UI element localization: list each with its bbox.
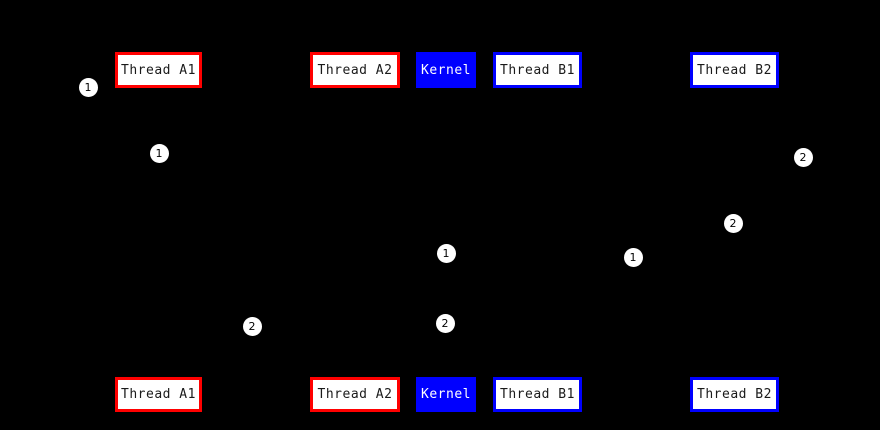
participant-label: Thread A2 xyxy=(317,387,393,402)
participant-label: Thread B2 xyxy=(697,387,772,402)
step-marker-marker-7: 2 xyxy=(242,316,262,336)
step-marker-marker-4: 2 xyxy=(723,213,743,233)
lifeline-thread-a2 xyxy=(355,88,356,377)
participant-box-thread-a1-bottom[interactable]: Thread A1 xyxy=(115,377,202,412)
participant-box-thread-b1-top[interactable]: Thread B1 xyxy=(493,52,582,88)
message-arrow-msg-3 xyxy=(734,154,803,160)
step-marker-marker-2: 1 xyxy=(149,143,169,163)
participant-label: Thread A1 xyxy=(121,387,196,402)
participant-box-thread-a2-bottom[interactable]: Thread A2 xyxy=(310,377,400,412)
participant-label: Kernel xyxy=(421,62,471,78)
step-marker-marker-6: 1 xyxy=(623,247,643,267)
participant-box-thread-b2-bottom[interactable]: Thread B2 xyxy=(690,377,779,412)
participant-label: Thread B1 xyxy=(500,62,575,78)
participant-box-thread-a2-top[interactable]: Thread A2 xyxy=(310,52,400,88)
step-marker-marker-8: 2 xyxy=(435,313,455,333)
step-marker-marker-3: 2 xyxy=(793,147,813,167)
participant-box-kernel-bottom[interactable]: Kernel xyxy=(416,377,476,412)
step-marker-marker-1: 1 xyxy=(78,77,98,97)
lifeline-kernel xyxy=(446,88,447,377)
message-arrow-msg-6 xyxy=(537,254,633,260)
participant-label: Kernel xyxy=(421,387,471,402)
participant-box-kernel-top[interactable]: Kernel xyxy=(416,52,476,88)
message-arrow-msg-7 xyxy=(158,323,252,329)
participant-label: Thread A1 xyxy=(121,62,196,78)
participant-label: Thread B2 xyxy=(697,62,772,78)
lifeline-thread-b2 xyxy=(734,88,735,377)
participant-label: Thread B1 xyxy=(500,387,575,402)
lifeline-thread-b1 xyxy=(537,88,538,377)
participant-label: Thread A2 xyxy=(317,62,393,78)
lifeline-thread-a1 xyxy=(158,88,159,377)
participant-box-thread-b1-bottom[interactable]: Thread B1 xyxy=(493,377,582,412)
participant-box-thread-a1-top[interactable]: Thread A1 xyxy=(115,52,202,88)
step-marker-marker-5: 1 xyxy=(436,243,456,263)
participant-box-thread-b2-top[interactable]: Thread B2 xyxy=(690,52,779,88)
